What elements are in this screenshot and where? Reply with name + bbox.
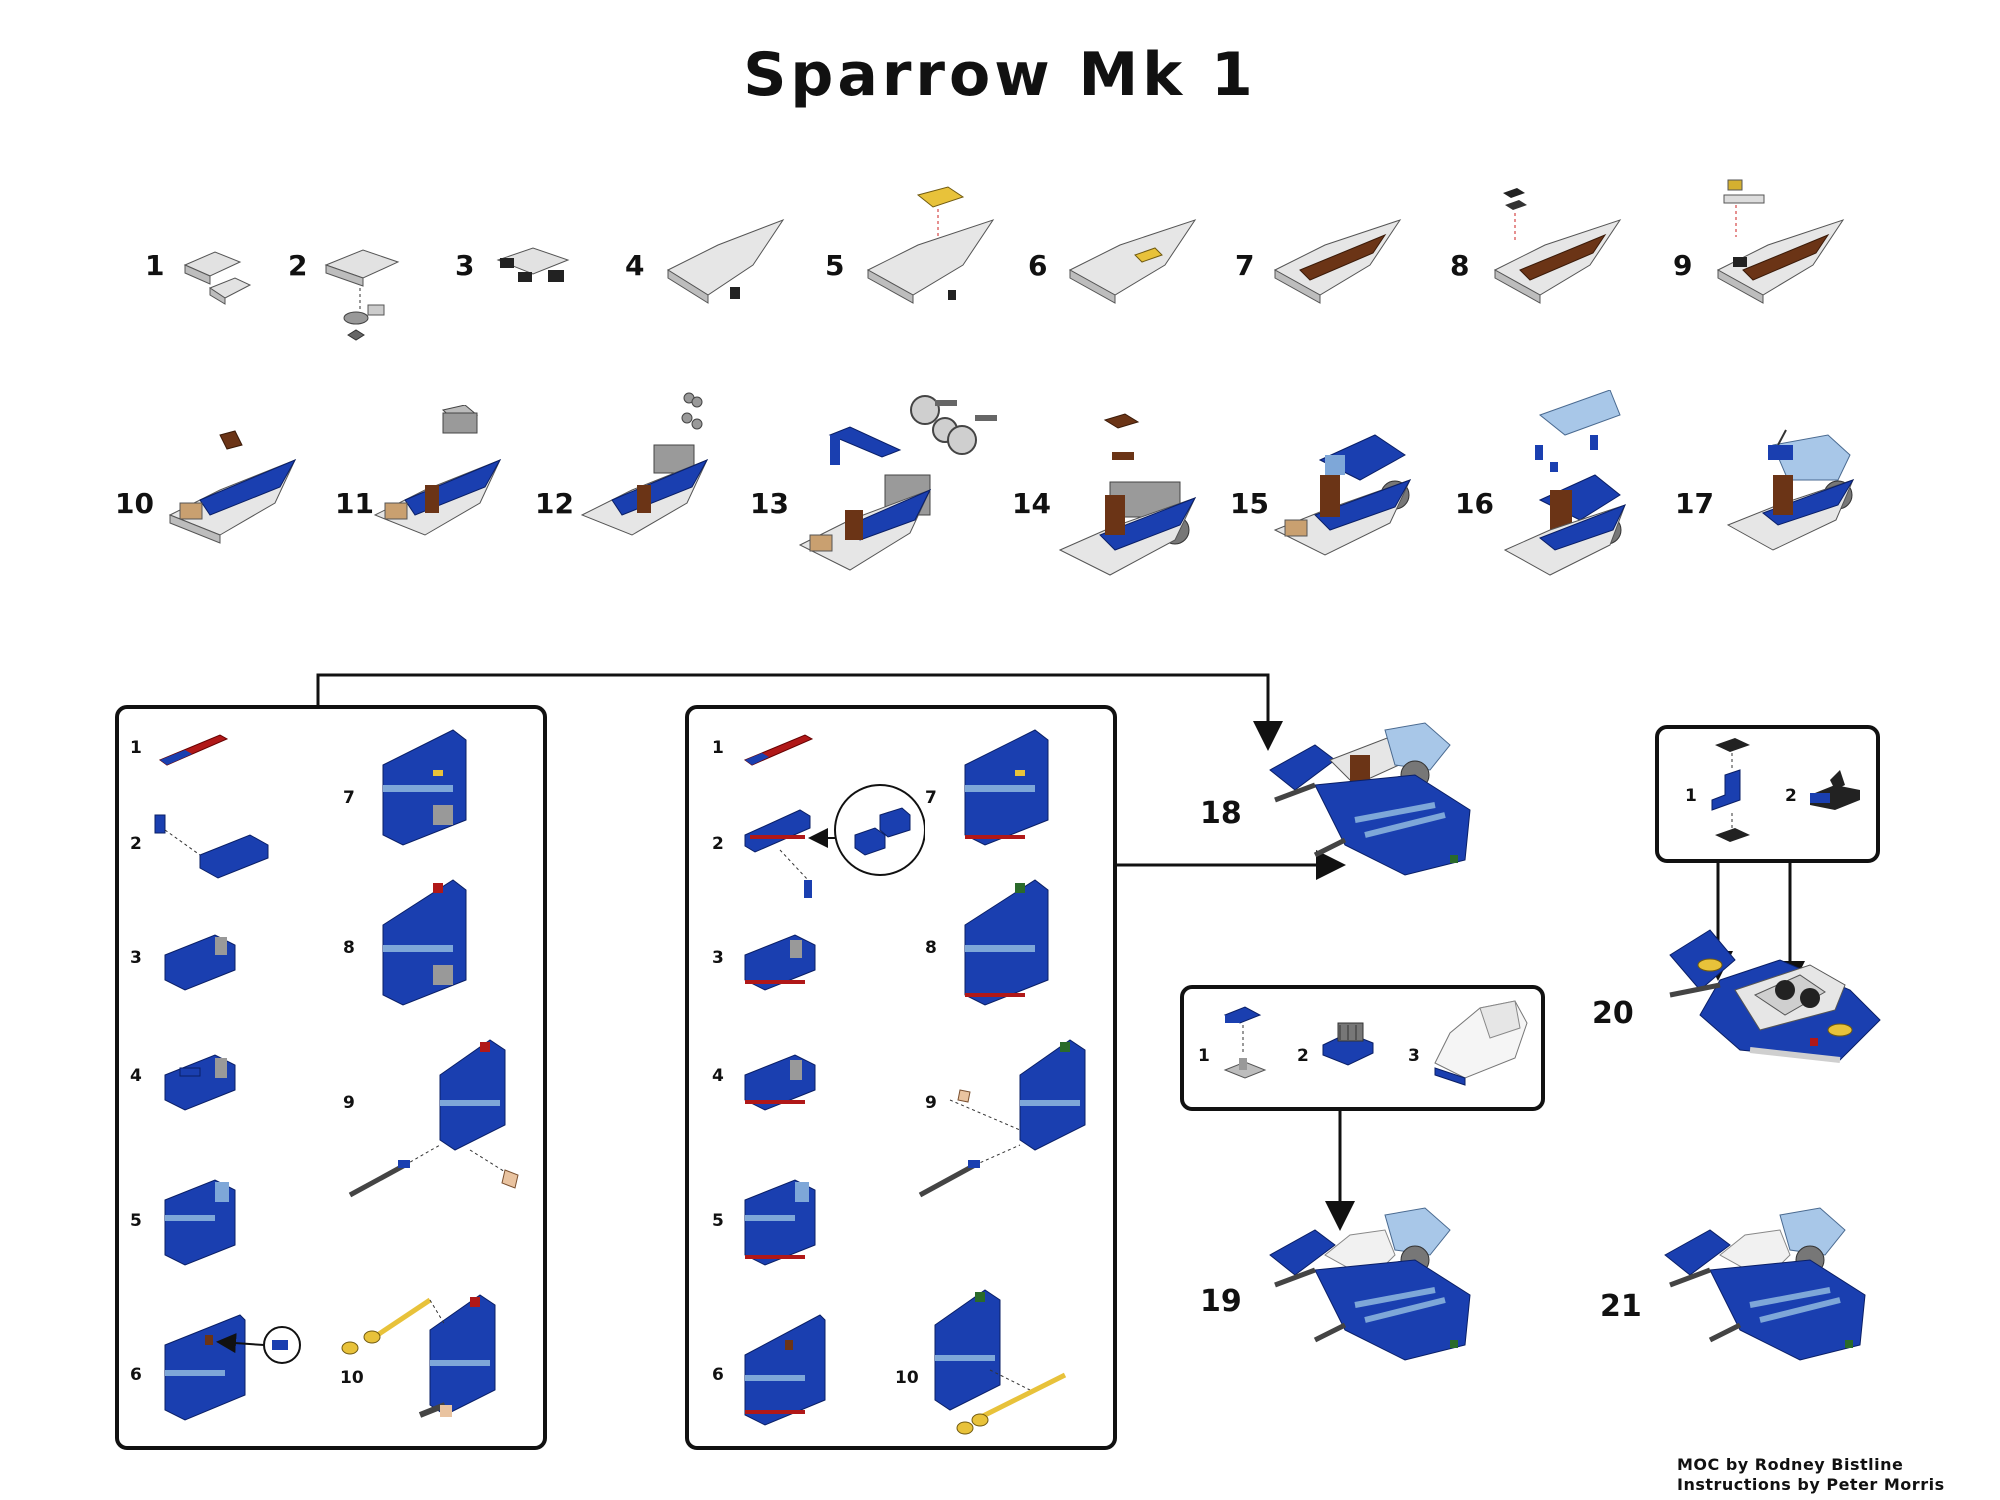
substep-number: 3 (712, 948, 724, 968)
step-18-model (1269, 722, 1471, 876)
substep-number: 4 (130, 1066, 142, 1086)
step-8-model (1493, 188, 1622, 304)
step-number: 9 (1673, 249, 1693, 282)
substep-number: 1 (1198, 1046, 1210, 1066)
panel-b-step-10-part (934, 1289, 1067, 1435)
step-number: 7 (1235, 249, 1255, 282)
step-21-model (1664, 1207, 1866, 1361)
substep-number: 8 (343, 938, 355, 958)
substep-number: 2 (712, 834, 724, 854)
panel-b-step-5-part (744, 1179, 816, 1266)
panel-b-step-2-part (744, 784, 925, 898)
step-number: 11 (335, 487, 374, 520)
panel-b-step-4-part (744, 1054, 816, 1111)
substep-number: 7 (343, 788, 355, 808)
step-number: 20 (1592, 996, 1634, 1031)
step-7-model (1273, 219, 1402, 304)
panel-a-step-6-part (164, 1314, 301, 1421)
substep-number: 6 (130, 1365, 142, 1385)
substep-number: 10 (340, 1368, 364, 1388)
step-number: 19 (1200, 1284, 1242, 1319)
panel-a-step-4-part (164, 1054, 236, 1111)
step-number: 10 (115, 487, 154, 520)
panel-a-step-1-part (158, 734, 229, 766)
substep-number: 8 (925, 938, 937, 958)
panel-a-step-2-part (154, 814, 269, 879)
arrow-panel-a-to-18 (316, 673, 1283, 751)
panel-a-step-9-part (348, 1039, 519, 1198)
substep-number: 5 (130, 1211, 142, 1231)
step-number: 5 (825, 249, 845, 282)
step-9-model (1716, 179, 1845, 304)
substep-number: 10 (895, 1368, 919, 1388)
panel-b-step-9-part (918, 1039, 1086, 1198)
step-10-model (168, 430, 297, 544)
step-number: 17 (1675, 487, 1714, 520)
panel-a-step-5-part (164, 1179, 236, 1266)
substep-number: 2 (130, 834, 142, 854)
step-13-model (798, 395, 997, 571)
panel-b-step-1-part (743, 734, 814, 766)
panel-b-step-7-part (964, 729, 1049, 846)
step-2-model (324, 249, 400, 341)
page-title: Sparrow Mk 1 (743, 40, 1257, 110)
panel-c-step-1-part (1711, 738, 1750, 842)
panel-d-step-2-part (1322, 1022, 1374, 1066)
panel-a-step-7-part (382, 729, 467, 846)
credits-instructions: Instructions by Peter Morris (1677, 1475, 1945, 1494)
step-number: 16 (1455, 487, 1494, 520)
substep-number: 2 (1785, 786, 1797, 806)
substep-number: 1 (130, 738, 142, 758)
step-3-model (496, 247, 570, 282)
substep-number: 9 (343, 1093, 355, 1113)
substep-number: 7 (925, 788, 937, 808)
step-number: 21 (1600, 1289, 1642, 1324)
panel-b-step-8-part (964, 879, 1049, 1006)
panel-d-step-3-part (1434, 1000, 1528, 1086)
panel-b-step-3-part (744, 934, 816, 991)
substep-number: 4 (712, 1066, 724, 1086)
step-number: 13 (750, 487, 789, 520)
substep-number: 3 (130, 948, 142, 968)
panel-a-step-3-part (164, 934, 236, 991)
step-number: 3 (455, 249, 475, 282)
step-15-model (1273, 434, 1412, 556)
step-1-model (183, 251, 252, 305)
panel-a-step-8-part (382, 879, 467, 1006)
substep-number: 9 (925, 1093, 937, 1113)
step-number: 15 (1230, 487, 1269, 520)
step-4-model (666, 218, 785, 304)
credits: MOC by Rodney Bistline Instructions by P… (1677, 1455, 1945, 1495)
panel-c-step-2-part (1810, 770, 1860, 810)
substep-number: 6 (712, 1365, 724, 1385)
step-5-model (866, 186, 995, 304)
step-number: 8 (1450, 249, 1470, 282)
step-16-model (1503, 390, 1626, 576)
step-6-model (1068, 219, 1197, 304)
step-14-model (1058, 413, 1197, 576)
credits-moc: MOC by Rodney Bistline (1677, 1455, 1904, 1474)
step-12-model (580, 392, 709, 536)
step-number: 2 (288, 249, 308, 282)
step-19-model (1269, 1207, 1471, 1361)
step-20-model (1669, 929, 1881, 1063)
substep-number: 1 (1685, 786, 1697, 806)
substep-number: 2 (1297, 1046, 1309, 1066)
step-number: 12 (535, 487, 574, 520)
step-17-model (1726, 429, 1855, 551)
step-number: 6 (1028, 249, 1048, 282)
substep-number: 1 (712, 738, 724, 758)
step-number: 1 (145, 249, 165, 282)
substep-number: 5 (712, 1211, 724, 1231)
panel-d-step-1-part (1223, 1006, 1267, 1079)
step-11-model (373, 405, 502, 536)
panel-a-step-10-part (341, 1294, 496, 1418)
substep-number: 3 (1408, 1046, 1420, 1066)
step-number: 18 (1200, 796, 1242, 831)
panel-b-step-6-part (744, 1314, 826, 1426)
step-number: 4 (625, 249, 645, 282)
step-number: 14 (1012, 487, 1051, 520)
